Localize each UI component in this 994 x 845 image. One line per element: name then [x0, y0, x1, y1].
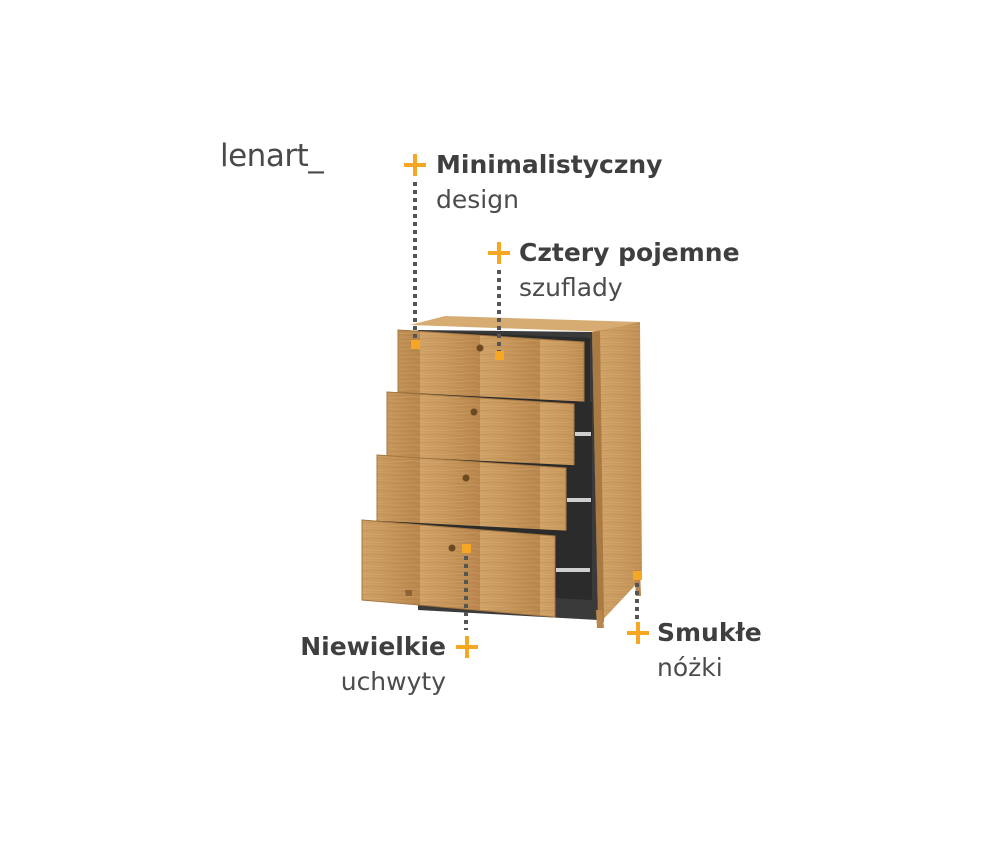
callout-handles-subtitle: uchwyty — [340, 667, 446, 696]
marker-design — [411, 340, 420, 349]
dresser-top — [410, 316, 640, 332]
callout-drawers-title: Cztery pojemne — [519, 238, 740, 267]
callout-drawers-subtitle: szuflady — [519, 273, 623, 302]
callout-drawers: Cztery pojemne szuflady — [519, 236, 740, 306]
callout-design-title: Minimalistyczny — [436, 150, 663, 179]
drawer-handle-3 — [462, 474, 470, 482]
plus-icon — [404, 154, 426, 176]
callout-legs: Smukłe nóżki — [657, 616, 762, 686]
marker-drawers — [495, 351, 504, 360]
brand-logo: lenart_ — [220, 138, 324, 174]
plus-icon — [627, 622, 649, 644]
logo-text: lenart — [220, 138, 309, 174]
callout-legs-title: Smukłe — [657, 618, 762, 647]
logo-mark: _ — [308, 138, 324, 174]
plus-icon — [456, 636, 478, 658]
drawer-handle-1 — [476, 344, 484, 352]
drawer-handle-2 — [470, 408, 478, 416]
marker-legs — [633, 571, 642, 580]
callout-handles: Niewielkie uchwyty — [290, 630, 446, 700]
leader-line-legs — [635, 583, 639, 619]
leader-line-drawers — [497, 270, 501, 352]
leader-line-handles — [464, 556, 468, 630]
callout-legs-subtitle: nóżki — [657, 653, 723, 682]
dresser-leg-front — [596, 610, 604, 628]
callout-design-subtitle: design — [436, 185, 519, 214]
leader-line-design — [413, 182, 417, 342]
drawer-front-1 — [397, 329, 585, 406]
dresser-side-panel — [592, 322, 642, 625]
drawer-front-4 — [361, 519, 556, 618]
plus-icon — [488, 242, 510, 264]
callout-design: Minimalistyczny design — [436, 148, 662, 218]
callout-handles-title: Niewielkie — [300, 632, 446, 661]
marker-handles — [462, 544, 471, 553]
drawer-handle-4 — [448, 544, 456, 552]
